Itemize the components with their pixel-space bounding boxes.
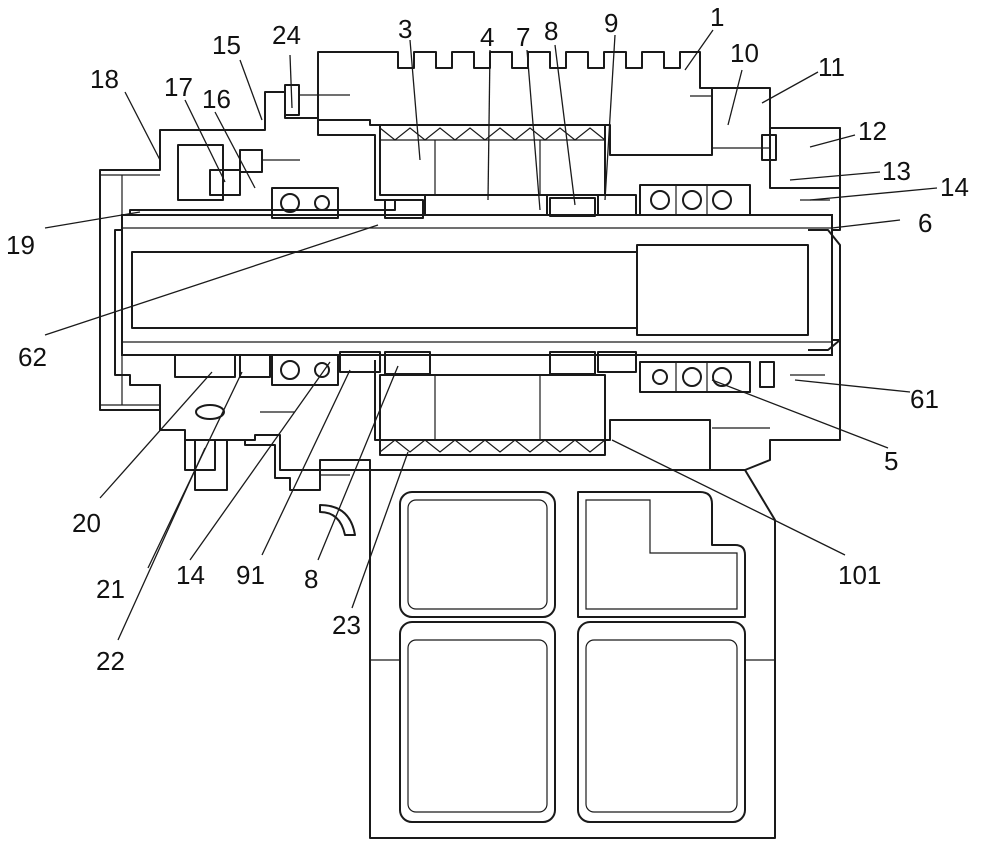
label-3: 3 [398,14,412,44]
label-7: 7 [516,22,530,52]
label-20: 20 [72,508,101,538]
label-91: 91 [236,560,265,590]
label-6: 6 [918,208,932,238]
bearings-right-top [640,185,750,215]
label-18: 18 [90,64,119,94]
label-15: 15 [212,30,241,60]
label-8-top: 8 [544,16,558,46]
label-19: 19 [6,230,35,260]
label-16: 16 [202,84,231,114]
base-housing [320,470,775,838]
label-13: 13 [882,156,911,186]
label-17: 17 [164,72,193,102]
label-4: 4 [480,22,494,52]
label-9: 9 [604,8,618,38]
label-12: 12 [858,116,887,146]
bearings-right-bottom [640,362,750,392]
label-61: 61 [910,384,939,414]
label-14-right: 14 [940,172,969,202]
label-21: 21 [96,574,125,604]
label-1: 1 [710,2,724,32]
label-62: 62 [18,342,47,372]
label-24: 24 [272,20,301,50]
label-23: 23 [332,610,361,640]
label-5: 5 [884,446,898,476]
label-14-bottom: 14 [176,560,205,590]
label-10: 10 [730,38,759,68]
label-101: 101 [838,560,881,590]
spindle-shaft [122,215,840,355]
label-11: 11 [818,52,845,82]
label-8-bottom: 8 [304,564,318,594]
label-22: 22 [96,646,125,676]
